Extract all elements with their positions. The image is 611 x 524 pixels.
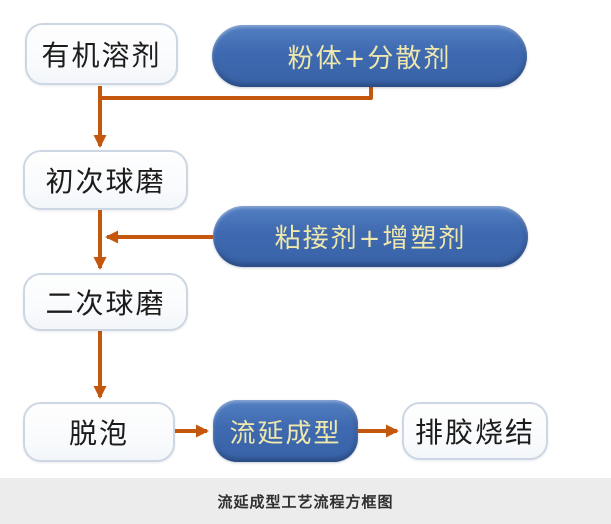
node-debinding-sintering: 排胶烧结 — [402, 402, 548, 460]
node-powder-dispersant: 粉体+分散剂 — [212, 25, 527, 87]
node-degassing: 脱泡 — [23, 402, 175, 462]
node-first-ball-milling: 初次球磨 — [23, 150, 188, 210]
node-binder-plasticizer: 粘接剂+增塑剂 — [213, 206, 528, 267]
node-second-ball-milling: 二次球磨 — [23, 273, 188, 331]
diagram-caption: 流延成型工艺流程方框图 — [217, 492, 394, 511]
edge-powder-to-mill1-elbow — [102, 86, 373, 100]
caption-bar: 流延成型工艺流程方框图 — [0, 478, 611, 524]
node-organic-solvent: 有机溶剂 — [25, 23, 178, 85]
node-tape-casting: 流延成型 — [213, 400, 358, 462]
